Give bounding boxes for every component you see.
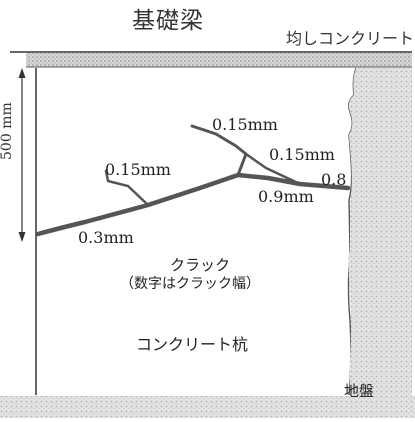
crack-width-label: 0.15mm [212,115,278,134]
crack-branch-left [104,169,150,207]
pile-label: コンクリート杭 [136,335,249,354]
crack-main [35,172,351,237]
crack-width-label: 0.15mm [105,160,171,179]
crack-width-label: 0.15mm [269,145,335,164]
dimension-label: 500 mm [0,102,15,160]
crack-lines [35,124,351,237]
ground-label: 地盤 [344,382,375,400]
crack-note: （数字はクラック幅） [120,276,260,292]
crack-label: クラック [170,256,231,274]
ground-soil-bottom [0,396,415,418]
crack-branch-upper [190,124,248,177]
crack-width-label: 0.8 [321,170,347,189]
leveling-concrete-label: 均しコンクリート [286,29,415,48]
beam-title: 基礎梁 [132,8,204,34]
crack-branch-right [244,152,302,186]
crack-width-label: 0.9mm [258,187,314,206]
dimension-arrow-bottom [18,232,26,242]
dimension-arrow-top [18,68,26,78]
ground-soil-right [348,68,412,418]
crack-width-label: 0.3mm [78,228,134,247]
leveling-concrete-layer [26,53,412,67]
